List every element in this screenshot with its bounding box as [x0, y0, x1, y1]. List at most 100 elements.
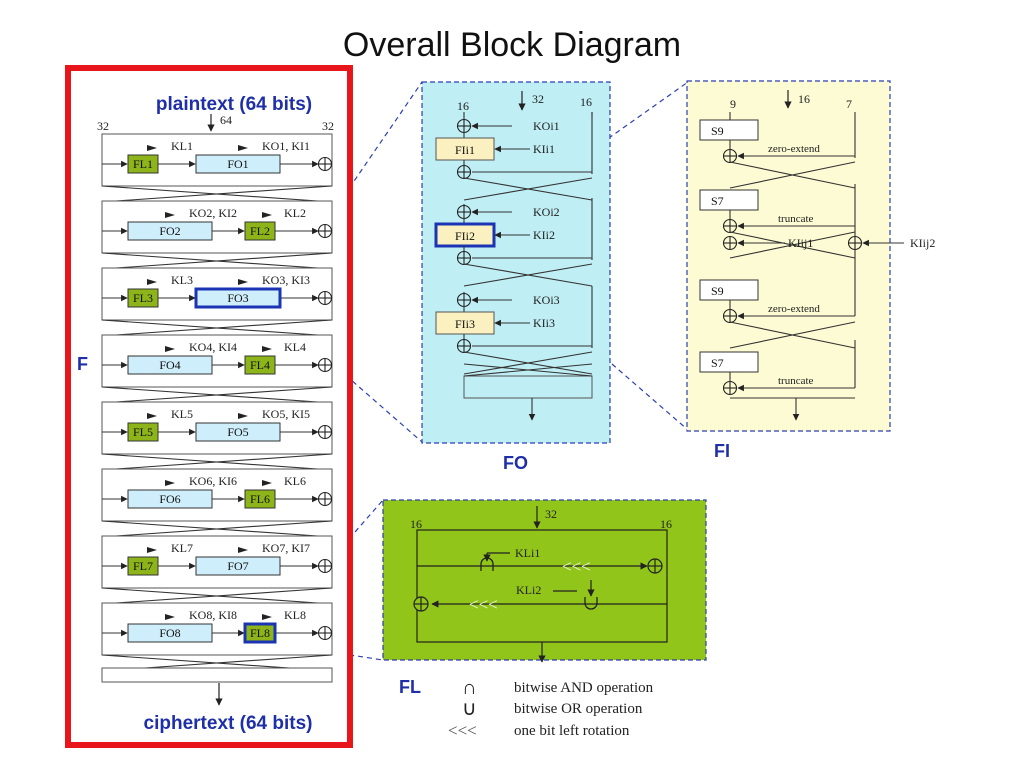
fo-ko-label: KOi2 [533, 205, 560, 219]
fl-box-label: FL7 [133, 559, 153, 573]
final-swap-box [101, 667, 333, 683]
fl-box-label: FL8 [250, 626, 270, 640]
fi-key2-label: KIij2 [910, 236, 935, 250]
ciphertext-label: ciphertext (64 bits) [144, 713, 313, 734]
ko-key-label: KO4, KI4 [189, 340, 237, 354]
fi-key1-label: KIij1 [788, 236, 813, 250]
fi-sub-box-label: FIi1 [455, 143, 475, 157]
ko-key-label: KO2, KI2 [189, 206, 237, 220]
ko-key-mark [165, 614, 175, 620]
fo-background [421, 81, 611, 444]
fo-box [195, 422, 281, 442]
round-xor-icon [317, 223, 333, 239]
fo-box-label: FO3 [227, 291, 248, 305]
fi-xor-key1-icon [722, 235, 738, 251]
kl-key-mark [262, 212, 272, 218]
swap-line-b [101, 252, 333, 270]
fl-box-label: FL2 [250, 224, 270, 238]
page-title: Overall Block Diagram [343, 26, 681, 64]
fi-panel: 9 16 7 S9zero-extendS7truncateS9zero-ext… [686, 80, 935, 461]
ko-key-label: KO8, KI8 [189, 608, 237, 622]
fi-label: FI [714, 441, 730, 461]
fl-box [244, 355, 276, 375]
and-op-icon [480, 557, 494, 571]
kl-key-label: KL4 [284, 340, 306, 354]
kl-key-label: KL1 [171, 139, 193, 153]
fo-xor-top-icon [456, 118, 472, 134]
ko-key-mark [165, 212, 175, 218]
sbox-label: S9 [711, 284, 724, 298]
kl-key-mark [262, 480, 272, 486]
fl-box [127, 154, 159, 174]
fo-box-label: FO8 [159, 626, 180, 640]
fl-bits-right: 16 [660, 517, 672, 531]
swap-line-b [101, 453, 333, 471]
fi-bits-mid: 16 [798, 92, 810, 106]
fo-bits-mid: 32 [532, 92, 544, 106]
fl-box [243, 622, 277, 644]
bits-top-right: 32 [322, 119, 334, 133]
fi-note-label: zero-extend [768, 143, 820, 155]
fo-swap-b [463, 177, 593, 201]
fl-key1-label: KLi1 [515, 546, 540, 560]
fi-swap-b [729, 321, 856, 349]
fo-final-box [463, 375, 593, 399]
fl-xor-left-icon [413, 596, 429, 612]
fi-xor-key2-icon [847, 235, 863, 251]
fo-ko-label: KOi1 [533, 119, 560, 133]
fi-note-label: truncate [778, 213, 814, 225]
fo-final-swap-b [463, 363, 593, 377]
fo-box-label: FO5 [227, 425, 248, 439]
fl-box-label: FL5 [133, 425, 153, 439]
fl-rotate-bottom: <<< [469, 595, 498, 614]
fo-label: FO [503, 453, 528, 473]
swap-line-b [101, 319, 333, 337]
ko-key-mark [238, 279, 248, 285]
fl-box [127, 422, 159, 442]
fl-box-label: FL6 [250, 492, 270, 506]
fo-xor-bottom-icon [456, 338, 472, 354]
fl-structure [416, 529, 668, 663]
f-side-label: F [77, 354, 88, 374]
kl-key-mark [147, 279, 157, 285]
or-op-icon [584, 597, 598, 610]
ko-key-label: KO1, KI1 [262, 139, 310, 153]
legend-rot-symbol: <<< [448, 721, 477, 740]
sbox [699, 189, 759, 211]
ko-key-mark [238, 145, 248, 151]
sbox-label: S9 [711, 124, 724, 138]
fo-box [195, 556, 281, 576]
fi-xor-icon [722, 380, 738, 396]
sbox-label: S7 [711, 356, 724, 370]
kl-key-mark [147, 547, 157, 553]
legend-and-text: bitwise AND operation [514, 680, 654, 696]
fl-xor-right-icon [647, 558, 663, 574]
kl-key-label: KL5 [171, 407, 193, 421]
kl-key-mark [262, 346, 272, 352]
sbox [699, 351, 759, 373]
fo-swap-b [463, 351, 593, 375]
fo-ki-label: KIi3 [533, 316, 555, 330]
fi-swap-b [729, 161, 856, 189]
fi-xor-icon [722, 218, 738, 234]
fo-box [127, 489, 213, 509]
legend: ∩ bitwise AND operation ∪ bitwise OR ope… [448, 677, 654, 740]
fl-box-label: FL3 [133, 291, 153, 305]
fl-rotate-top: <<< [562, 557, 591, 576]
kl-key-mark [147, 145, 157, 151]
sbox [699, 119, 759, 141]
sbox [699, 279, 759, 301]
fo-bits-left: 16 [457, 99, 469, 113]
swap-line-b [101, 520, 333, 538]
fi-structure: S9zero-extendS7truncateS9zero-extendS7tr… [699, 112, 935, 421]
round-xor-icon [317, 558, 333, 574]
fo-ko-label: KOi3 [533, 293, 560, 307]
round-xor-icon [317, 491, 333, 507]
